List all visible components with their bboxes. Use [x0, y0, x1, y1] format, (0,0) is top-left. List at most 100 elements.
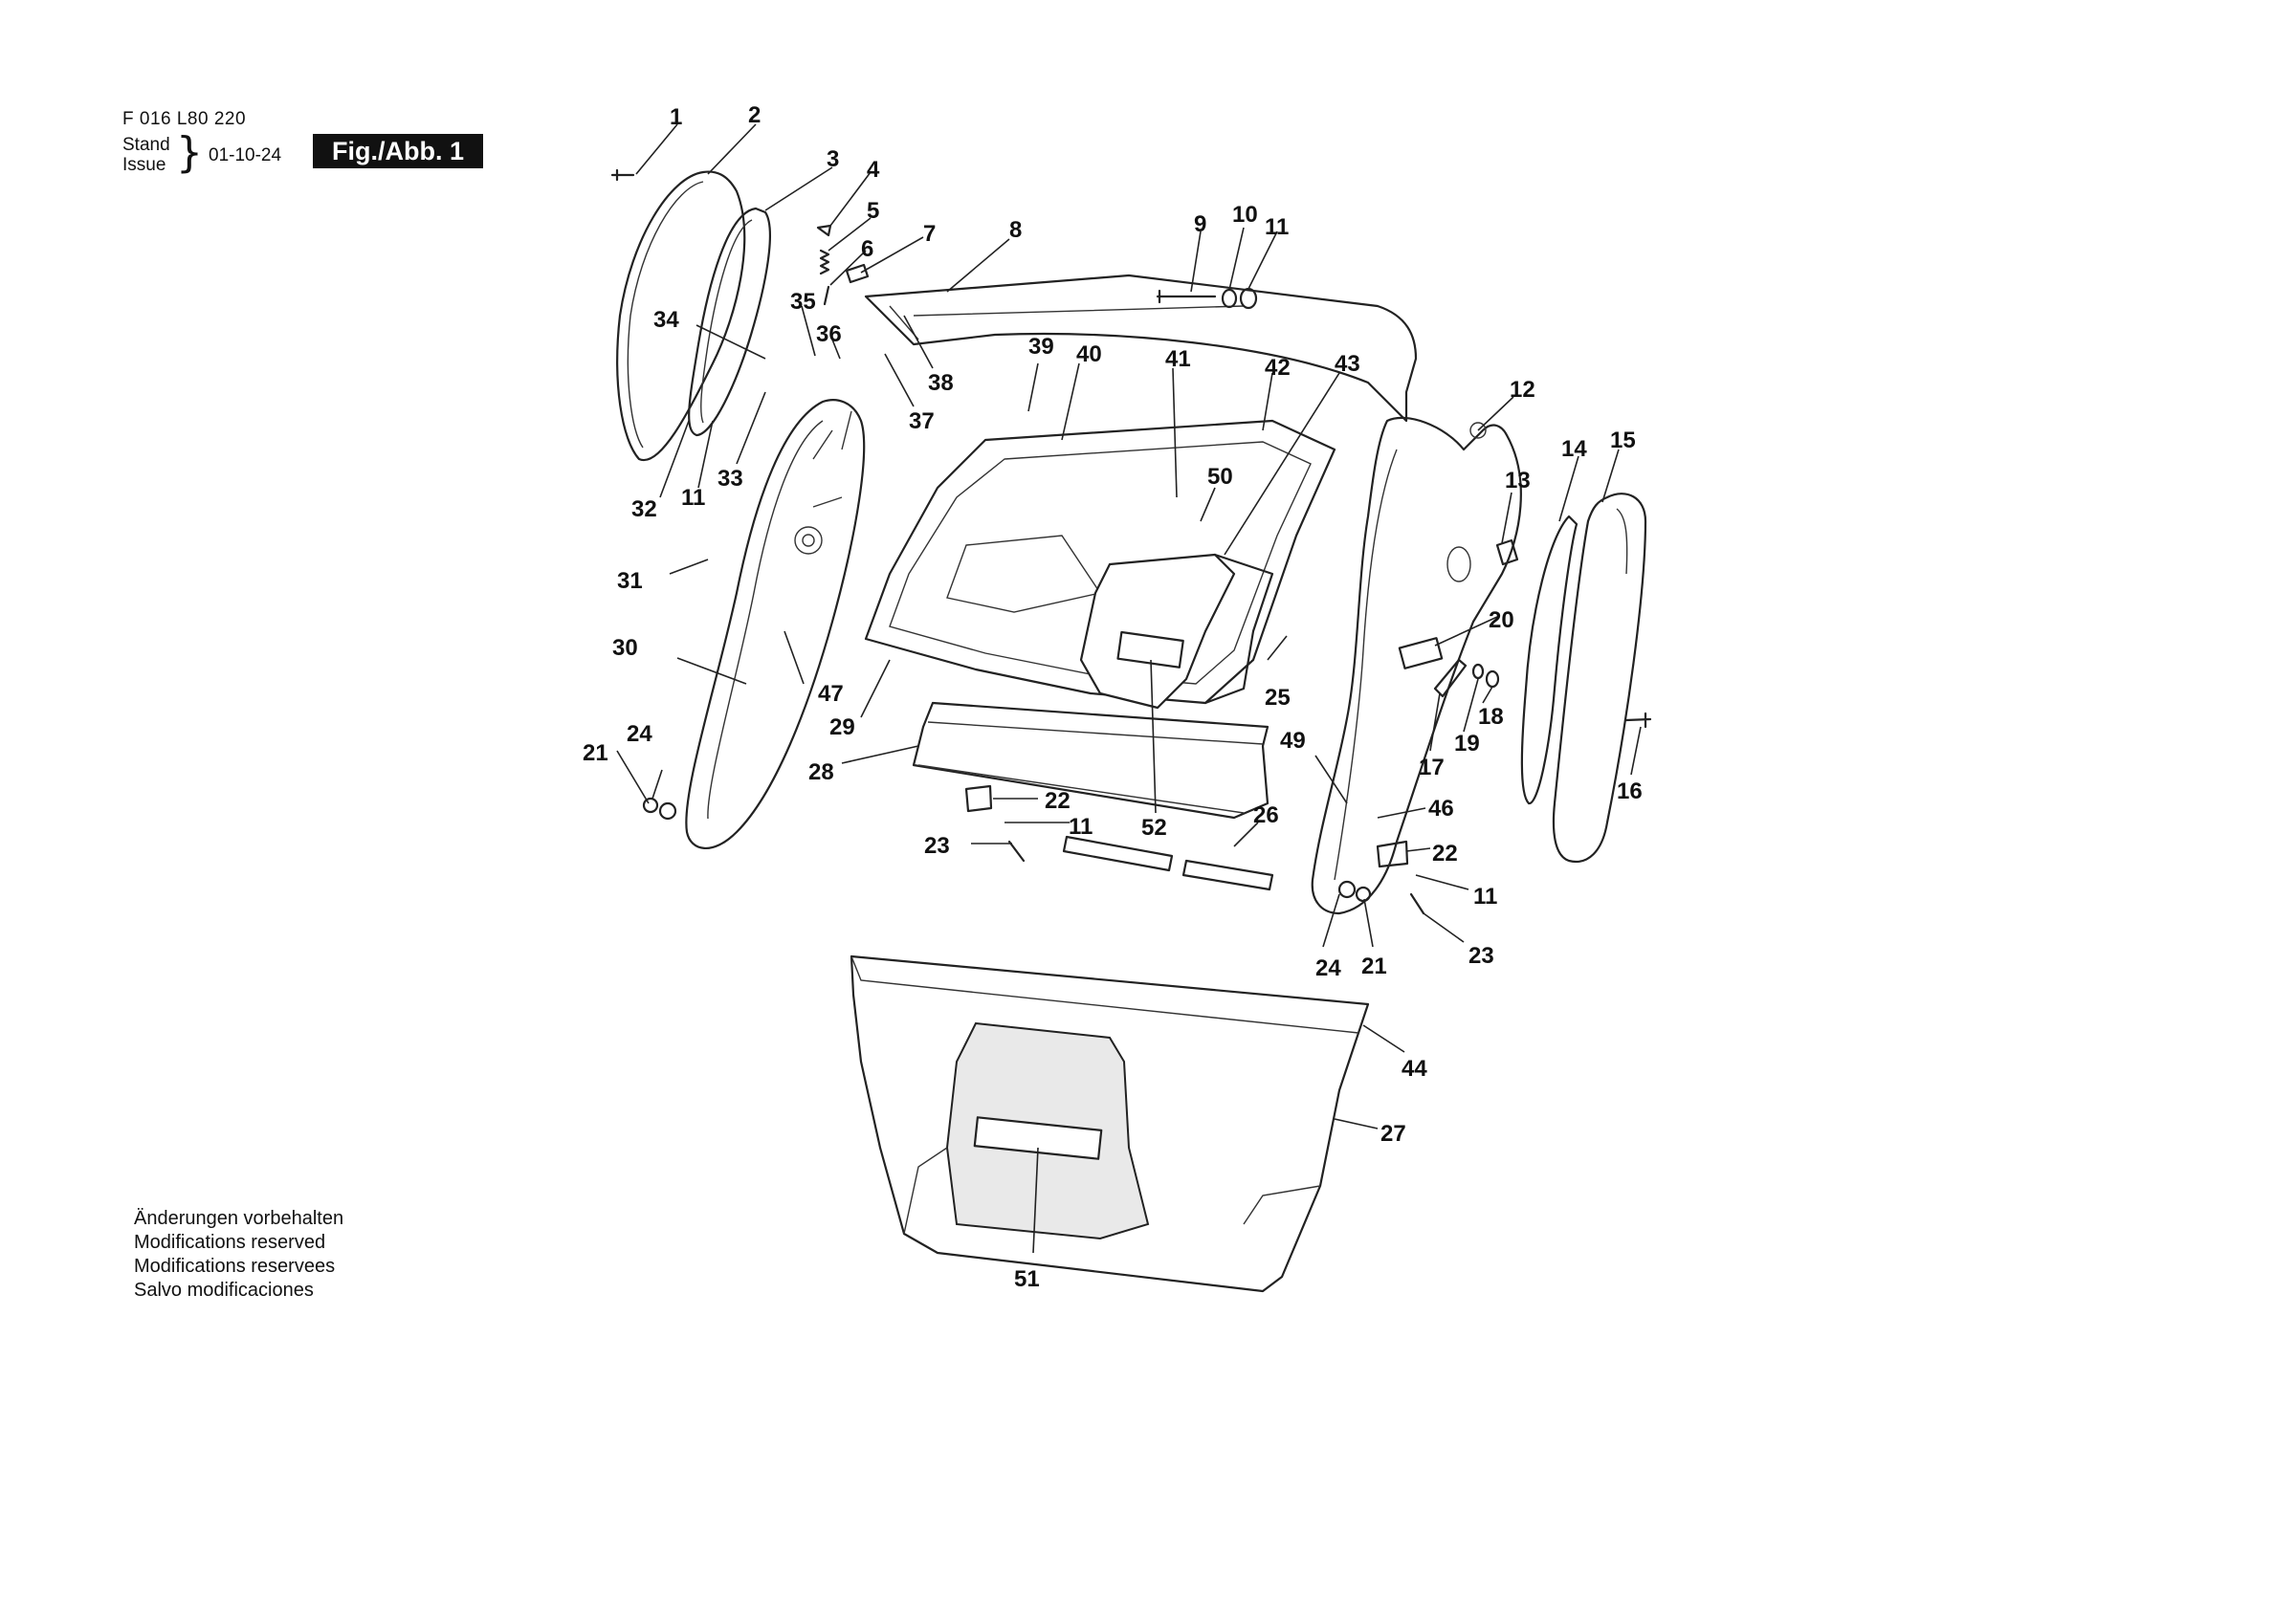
callout-34: 34	[653, 307, 679, 333]
callout-39: 39	[1028, 334, 1054, 360]
part-screw-16	[1624, 712, 1652, 729]
callout-42: 42	[1265, 355, 1291, 381]
figure-label: Fig./Abb. 1	[313, 134, 483, 168]
callout-4: 4	[867, 157, 880, 183]
part-chute-side	[1203, 553, 1274, 705]
part-washer-18	[1485, 669, 1500, 689]
part-screw-1	[610, 168, 635, 182]
part-catcher-box-ridge	[903, 1147, 1321, 1235]
part-clip-7	[845, 263, 870, 284]
part-rod-right	[1181, 859, 1274, 891]
part-catcher-window	[946, 535, 1102, 613]
callout-32: 32	[631, 496, 657, 522]
callout-11-mid: 11	[1069, 814, 1093, 840]
callout-30: 30	[612, 635, 638, 661]
callout-14: 14	[1561, 436, 1587, 462]
part-cross-bar-edge	[917, 721, 1264, 814]
part-washer-24b	[1337, 880, 1357, 899]
part-washer-21a	[642, 797, 659, 814]
callout-44: 44	[1402, 1056, 1427, 1082]
part-right-plate-slot	[1446, 546, 1471, 582]
part-belt-outer-inner	[627, 181, 704, 449]
part-bolt-23b	[1409, 892, 1425, 915]
part-cross-bar	[912, 701, 1269, 820]
callout-16: 16	[1617, 779, 1643, 804]
part-cover-15	[1552, 493, 1647, 864]
part-right-plate-hole	[1469, 422, 1487, 439]
part-right-side-plate	[1311, 416, 1522, 915]
part-left-hub-ring-2	[802, 534, 815, 547]
callout-12: 12	[1510, 377, 1535, 403]
callout-5: 5	[867, 198, 879, 224]
callout-2: 2	[748, 102, 761, 128]
part-cover-15-edge	[1616, 508, 1628, 575]
callout-29: 29	[829, 714, 855, 740]
modification-notes: Änderungen vorbehalten Modifications res…	[134, 1207, 343, 1303]
callout-18: 18	[1478, 704, 1504, 730]
part-left-hub-ring	[794, 526, 823, 555]
callout-19: 19	[1454, 731, 1480, 757]
part-lever-17	[1433, 658, 1468, 698]
callout-15: 15	[1610, 428, 1636, 453]
part-belt-inner-edge	[700, 219, 753, 424]
callout-31: 31	[617, 568, 643, 594]
callout-35: 35	[790, 289, 816, 315]
callout-22-right: 22	[1432, 841, 1458, 866]
issue-label: Issue	[122, 155, 166, 175]
part-bolt-9	[1156, 289, 1217, 304]
callout-28: 28	[808, 759, 834, 785]
part-catcher-box-lid	[850, 955, 1359, 1034]
callout-43: 43	[1335, 351, 1360, 377]
callout-47: 47	[818, 681, 844, 707]
part-right-plate-inner	[1334, 449, 1398, 881]
drawing-number: F 016 L80 220	[122, 109, 247, 129]
part-bolt-23a	[1007, 840, 1026, 863]
part-bracket-22a	[964, 784, 993, 813]
callout-36: 36	[816, 321, 842, 347]
callout-9: 9	[1194, 211, 1206, 237]
callout-21-left: 21	[583, 740, 608, 766]
note-es: Salvo modificaciones	[134, 1280, 314, 1301]
callout-51: 51	[1014, 1266, 1040, 1292]
callout-11-top: 11	[1265, 214, 1289, 240]
leader-lines	[616, 123, 1642, 1254]
brace-glyph: }	[176, 128, 203, 177]
part-washer-21b	[1355, 886, 1372, 903]
callout-23-left: 23	[924, 833, 950, 859]
callout-40: 40	[1076, 341, 1102, 367]
callout-20: 20	[1489, 607, 1514, 633]
part-top-cover	[864, 274, 1418, 423]
callout-labels: 1 2 3 4 5 6 7 8 9 10 11 12 13 14 15 16 1…	[583, 102, 1643, 1292]
callout-25: 25	[1265, 685, 1291, 711]
part-belt-inner	[688, 207, 771, 437]
note-en: Modifications reserved	[134, 1232, 326, 1253]
callout-11-right: 11	[1473, 884, 1497, 910]
part-nut-11	[1239, 287, 1258, 310]
callout-52: 52	[1141, 815, 1167, 841]
part-pin-6	[823, 285, 830, 306]
callout-7: 7	[923, 221, 936, 247]
callout-23-right: 23	[1468, 943, 1494, 969]
stand-label: Stand	[122, 135, 170, 155]
part-belt-outer	[616, 170, 746, 462]
part-spring-5	[819, 249, 830, 275]
part-screw-4	[816, 224, 832, 237]
callout-11-left: 11	[681, 485, 705, 511]
callout-3: 3	[827, 146, 839, 172]
callout-1: 1	[670, 104, 682, 130]
part-latch-20	[1398, 637, 1444, 669]
callout-46: 46	[1428, 796, 1454, 822]
callout-13: 13	[1505, 468, 1531, 493]
part-left-side-plate	[685, 399, 866, 849]
callout-6: 6	[861, 236, 873, 262]
callout-17: 17	[1419, 755, 1445, 780]
part-belt-14	[1520, 515, 1578, 805]
callout-21-right: 21	[1361, 954, 1387, 979]
part-left-side-plate-inner	[707, 420, 824, 820]
note-de: Änderungen vorbehalten	[134, 1208, 344, 1229]
callout-27: 27	[1380, 1121, 1406, 1147]
part-chute	[1079, 553, 1236, 710]
part-badge-52	[1116, 630, 1184, 669]
part-left-plate-hub	[812, 410, 852, 508]
